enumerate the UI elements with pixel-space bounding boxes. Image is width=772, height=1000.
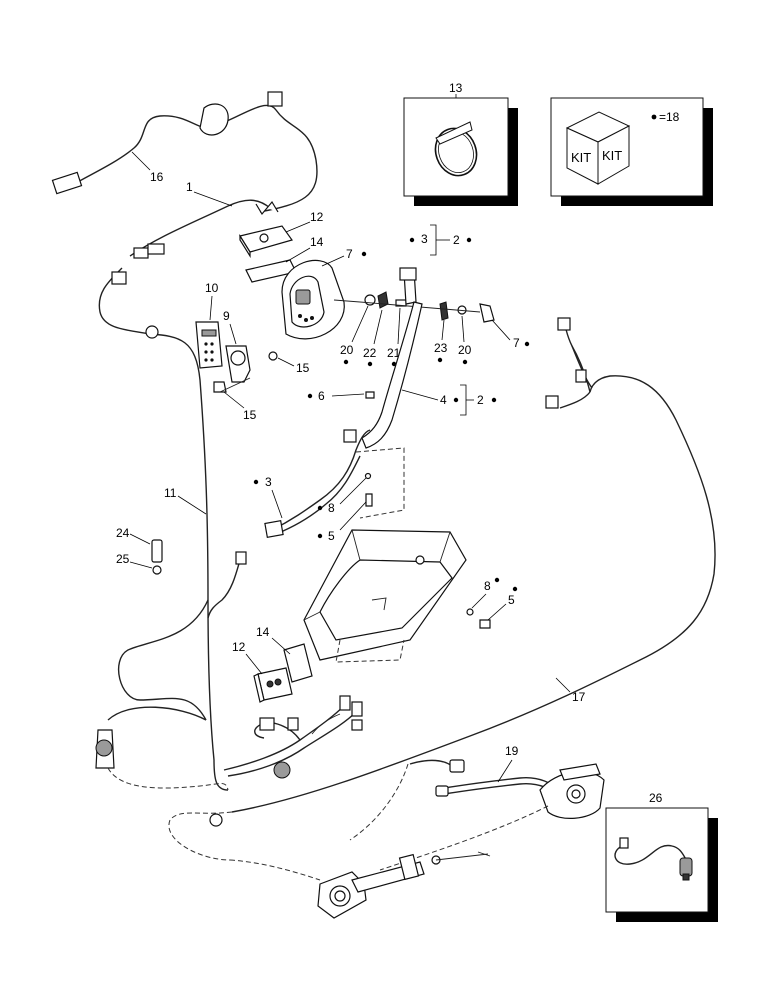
callout-24: 24 — [116, 526, 130, 540]
kit-label-left: KIT — [571, 150, 591, 165]
callout-20-left: 20 — [340, 343, 354, 357]
callout-3-top: 3 — [421, 232, 428, 246]
cable-dashed-tail — [229, 859, 321, 881]
callout-22: 22 — [363, 346, 377, 360]
callout-2-mid: 2 — [477, 393, 484, 407]
part-8-5-fasteners-right — [466, 608, 491, 629]
callout-16: 16 — [150, 170, 164, 184]
kit-bullet — [651, 114, 657, 120]
callout-25: 25 — [116, 552, 130, 566]
callout-19: 19 — [505, 744, 519, 758]
main-harness-1 — [98, 199, 279, 335]
lower-harness-cluster — [223, 695, 363, 779]
callout-14-lower: 14 — [256, 625, 270, 639]
callout-4: 4 — [440, 393, 447, 407]
part-15-fasteners — [213, 351, 278, 393]
part-12-module-lower — [253, 667, 293, 703]
callout-20-right: 20 — [458, 343, 472, 357]
callout-9: 9 — [223, 309, 230, 323]
callout-26: 26 — [649, 791, 663, 805]
callout-13: 13 — [449, 81, 463, 95]
mount-hardware — [359, 267, 495, 323]
cable-11 — [95, 325, 247, 791]
inset-box-kit: KIT KIT =18 — [550, 97, 713, 206]
part-24-pin — [151, 539, 163, 563]
callout-11: 11 — [164, 486, 177, 500]
callout-17: 17 — [572, 690, 586, 704]
part-14-label-lower — [283, 643, 313, 683]
part-19-hose — [409, 759, 561, 797]
harness-3 — [264, 429, 371, 538]
callout-5-right: 5 — [508, 593, 515, 607]
callout-15-upper: 15 — [296, 361, 310, 375]
callout-21: 21 — [387, 346, 401, 360]
cable-17 — [168, 317, 716, 861]
callout-23: 23 — [434, 341, 448, 355]
callout-6: 6 — [318, 389, 325, 403]
part-6-screw — [365, 391, 375, 399]
callout-7-monitor: 7 — [346, 247, 353, 261]
callout-1: 1 — [186, 180, 193, 194]
callout-12-lower: 12 — [232, 640, 246, 654]
axle-assembly — [317, 763, 605, 919]
cable-dashed-loop — [107, 767, 229, 791]
callout-14-upper: 14 — [310, 235, 324, 249]
callout-12-upper: 12 — [310, 210, 324, 224]
callout-15-lower: 15 — [243, 408, 257, 422]
part-25-clip — [152, 565, 162, 575]
inset-box-clamp — [403, 97, 518, 206]
part-12-module-upper — [239, 225, 293, 259]
kit-label-right: KIT — [602, 148, 622, 163]
callout-7-knob: 7 — [513, 336, 520, 350]
harness-16 — [51, 91, 318, 213]
part-7-display-monitor — [281, 259, 361, 340]
callout-8-right: 8 — [484, 579, 491, 593]
callout-10: 10 — [205, 281, 219, 295]
part-8-5-fasteners-upper — [364, 472, 373, 507]
kit-note: =18 — [659, 110, 680, 124]
part-4-support-arm — [361, 301, 423, 449]
part-9-bracket — [225, 345, 251, 383]
callout-3-mid: 3 — [265, 475, 272, 489]
callout-2-top: 2 — [453, 233, 460, 247]
inset-box-sensor — [605, 807, 718, 922]
callout-5-mid: 5 — [328, 529, 335, 543]
mount-tray — [303, 447, 467, 663]
part-10-control-pad — [195, 321, 223, 369]
callout-8-mid: 8 — [328, 501, 335, 515]
